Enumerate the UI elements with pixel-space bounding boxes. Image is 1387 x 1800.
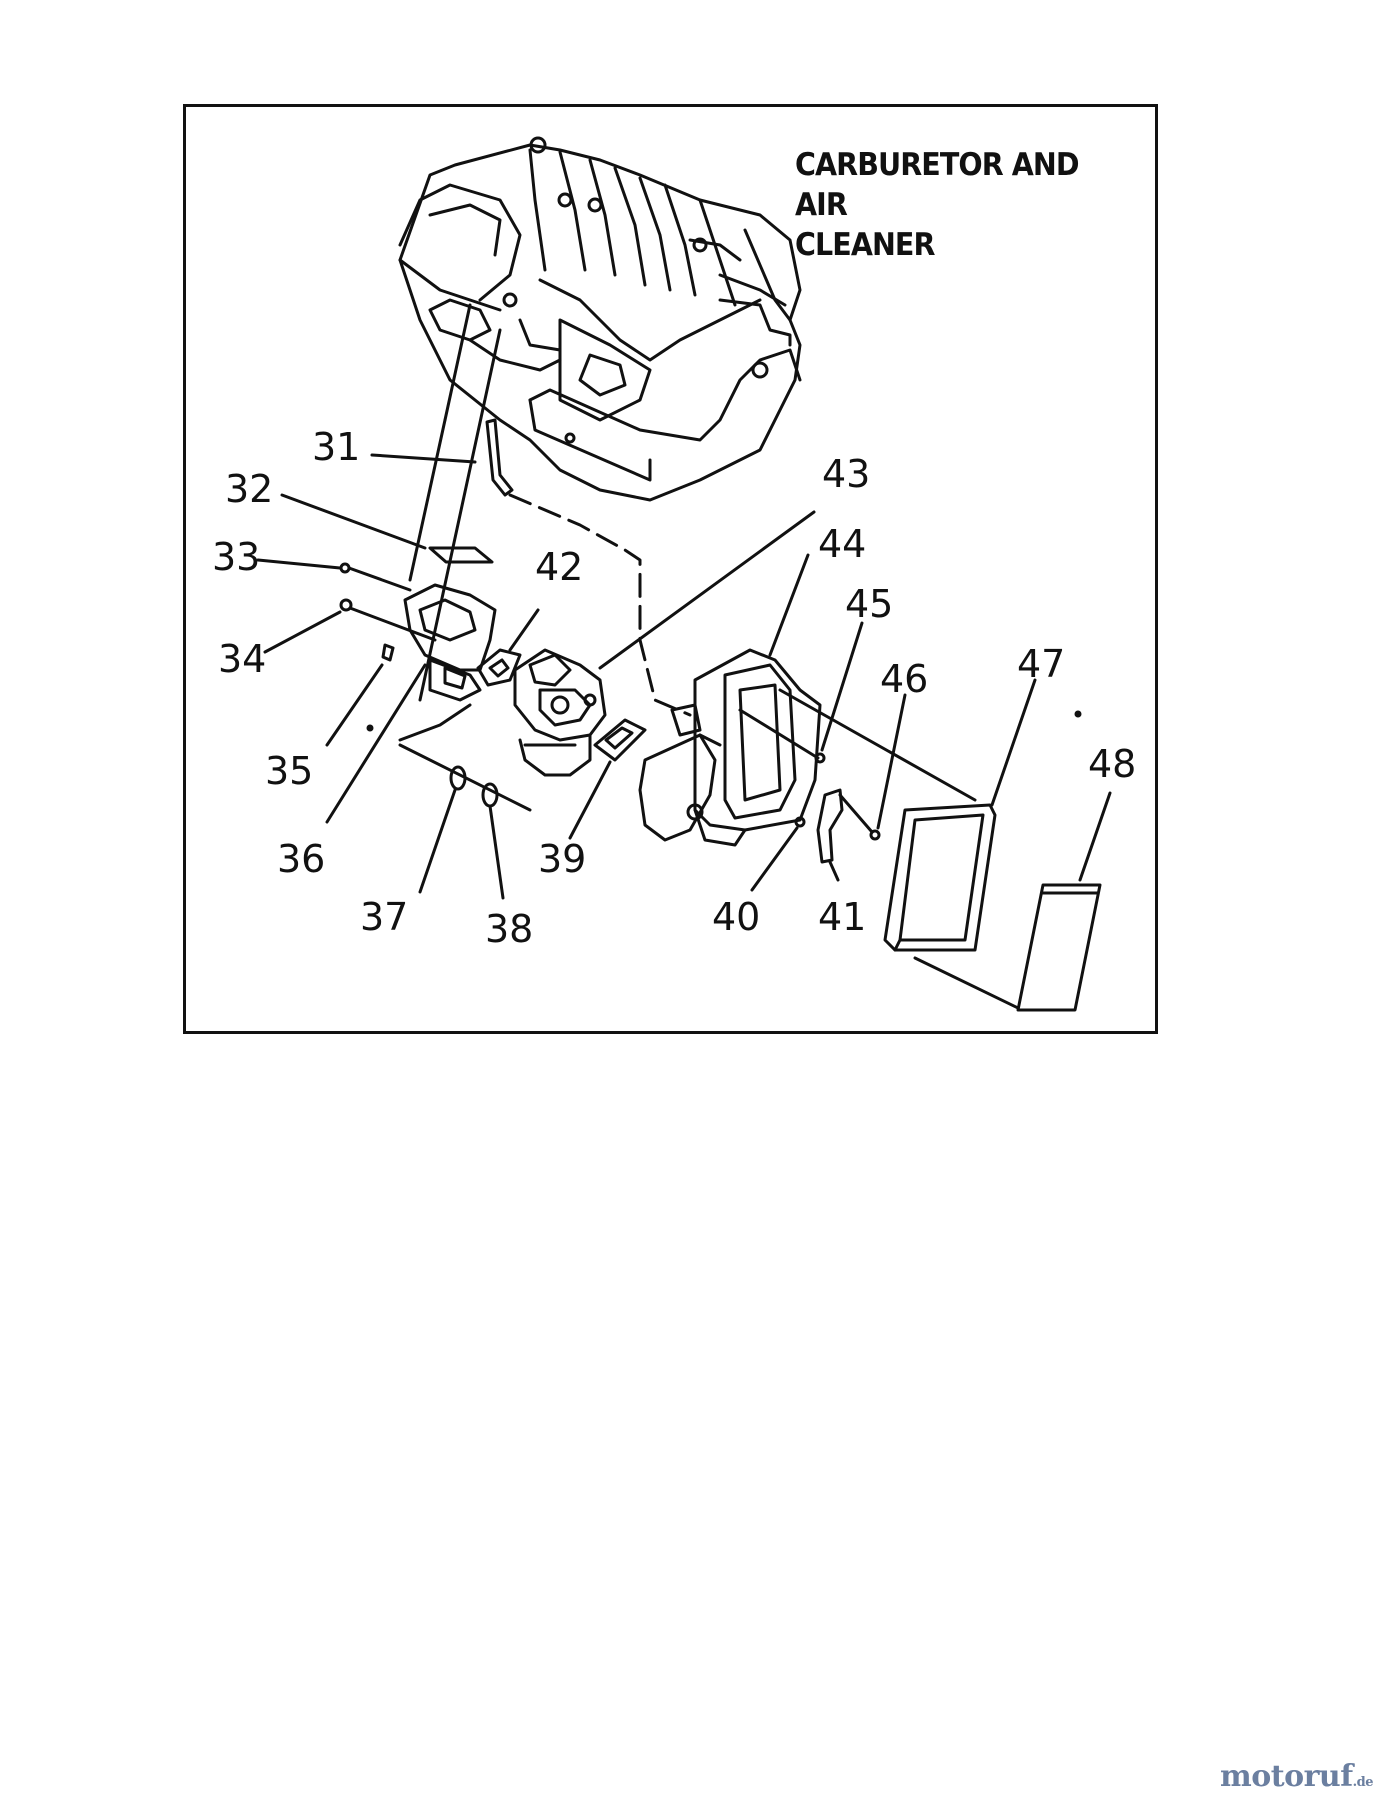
leader-36 — [325, 663, 427, 824]
leader-47 — [990, 678, 1037, 807]
part-label-31: 31 — [312, 425, 361, 469]
diagram-frame — [183, 104, 1158, 1034]
part-40-screw — [794, 816, 806, 828]
part-39-gasket — [593, 718, 647, 762]
part-37-washer — [449, 765, 467, 791]
part-label-32: 32 — [225, 467, 274, 511]
leader-40 — [750, 826, 799, 892]
leader-44 — [768, 553, 810, 657]
part-label-41: 41 — [818, 895, 867, 939]
part-31-link — [485, 418, 514, 497]
part-label-38: 38 — [485, 907, 534, 951]
part-label-46: 46 — [880, 657, 929, 701]
leader-33 — [256, 558, 342, 570]
part-34-line — [348, 606, 437, 642]
leader-48 — [1078, 791, 1112, 882]
guide-line-48 — [913, 956, 1020, 1010]
part-32-plate — [428, 546, 494, 564]
leader-46 — [876, 693, 907, 830]
part-label-33: 33 — [212, 535, 261, 579]
part-label-39: 39 — [538, 837, 587, 881]
watermark-text: motoruf — [1219, 1759, 1353, 1794]
part-47-filter — [883, 803, 997, 952]
engine-block — [398, 136, 802, 502]
part-46-screw — [869, 829, 881, 841]
part-35-spring — [381, 643, 395, 662]
guide-line-left — [443, 303, 472, 422]
leader-45 — [820, 621, 864, 752]
part-label-37: 37 — [360, 895, 409, 939]
diagram-title-line2: CLEANER — [795, 227, 935, 263]
leader-41 — [828, 860, 840, 882]
part-41-bracket — [816, 788, 844, 864]
guide-line-left-2 — [408, 418, 447, 582]
leader-37 — [418, 788, 457, 894]
part-33-line — [347, 566, 412, 592]
leader-42 — [508, 608, 540, 652]
part-45-line — [738, 708, 820, 760]
part-label-40: 40 — [712, 895, 761, 939]
leader-34 — [263, 610, 342, 654]
watermark-logo: motoruf.de — [1219, 1759, 1374, 1794]
carb-center-line — [398, 703, 472, 742]
leader-39 — [568, 760, 612, 840]
part-label-36: 36 — [277, 837, 326, 881]
diagram-title-line1: CARBURETOR AND AIR — [795, 147, 1080, 223]
part-42-gasket — [476, 648, 522, 687]
part-label-47: 47 — [1017, 642, 1066, 686]
part-label-34: 34 — [218, 637, 267, 681]
part-label-48: 48 — [1088, 742, 1137, 786]
leader-43 — [598, 510, 816, 670]
part-label-43: 43 — [822, 452, 871, 496]
guide-line-47 — [778, 688, 977, 802]
part-46-line — [838, 793, 874, 834]
part-36-throttle-body — [403, 583, 497, 702]
part-label-44: 44 — [818, 522, 867, 566]
part-43-carburetor — [513, 648, 607, 777]
part-label-45: 45 — [845, 582, 894, 626]
part-38-washer — [481, 782, 499, 808]
diagram-title: CARBURETOR AND AIR CLEANER — [795, 145, 1126, 265]
leader-31 — [370, 453, 477, 464]
stray-dot — [1074, 710, 1082, 718]
guide-dashed-31 — [508, 493, 692, 717]
part-34-screw — [339, 598, 353, 612]
part-label-35: 35 — [265, 749, 314, 793]
leader-35 — [325, 663, 384, 747]
leader-32 — [280, 493, 427, 550]
watermark-suffix: .de — [1352, 1775, 1374, 1790]
part-44-air-cleaner-base — [638, 648, 822, 847]
leader-38 — [488, 804, 505, 900]
part-48-prefilter — [1016, 883, 1102, 1012]
part-label-42: 42 — [535, 545, 584, 589]
stray-dot-2 — [366, 724, 374, 732]
